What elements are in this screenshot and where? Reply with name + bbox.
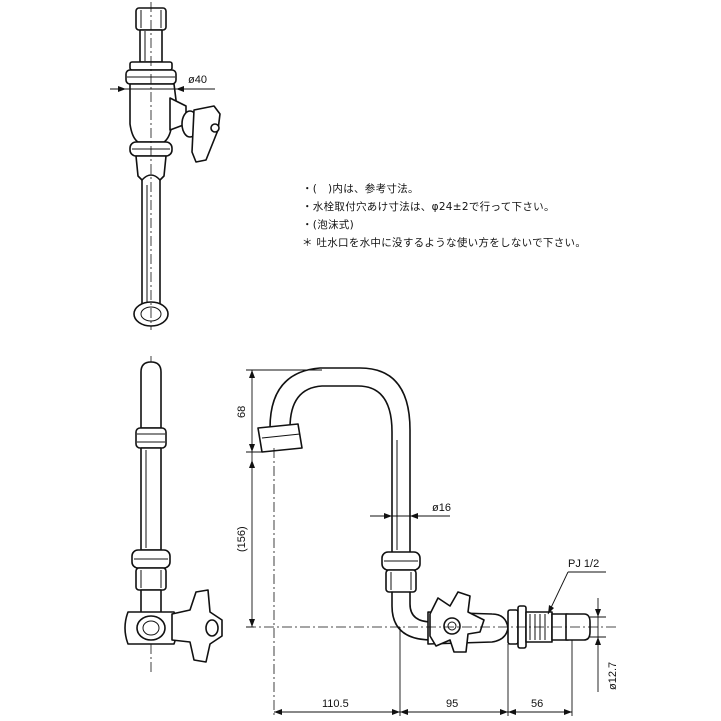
- notes-block: ・( )内は、参考寸法。 ・水栓取付穴あけ寸法は、φ24±2で行って下さい。 ・…: [302, 180, 586, 252]
- note-warning: ＊ 吐水口を水中に没するような使い方をしないで下さい。: [302, 237, 587, 249]
- dim-connection-length: 56: [531, 698, 543, 710]
- top-view: ø40: [110, 2, 221, 330]
- dim-top-diameter: ø40: [188, 74, 207, 86]
- dim-valve-offset: 95: [446, 698, 458, 710]
- note-reference-dimensions: ・( )内は、参考寸法。: [302, 183, 419, 195]
- dim-connection-diameter: ø12.7: [607, 662, 619, 690]
- side-view: [124, 356, 223, 672]
- dimensions: 68 (156) ø16 PJ 1/2 ø12.7 110.5: [236, 369, 619, 716]
- dim-thread-spec: PJ 1/2: [568, 558, 599, 570]
- dim-pipe-diameter: ø16: [432, 502, 451, 514]
- front-view: [246, 367, 618, 716]
- dim-spout-height: 68: [236, 406, 248, 418]
- dim-outlet-height: (156): [236, 526, 248, 552]
- note-aerator: ・(泡沫式): [302, 219, 354, 231]
- note-hole-size: ・水栓取付穴あけ寸法は、φ24±2で行って下さい。: [302, 201, 555, 213]
- dim-spout-reach: 110.5: [322, 698, 349, 710]
